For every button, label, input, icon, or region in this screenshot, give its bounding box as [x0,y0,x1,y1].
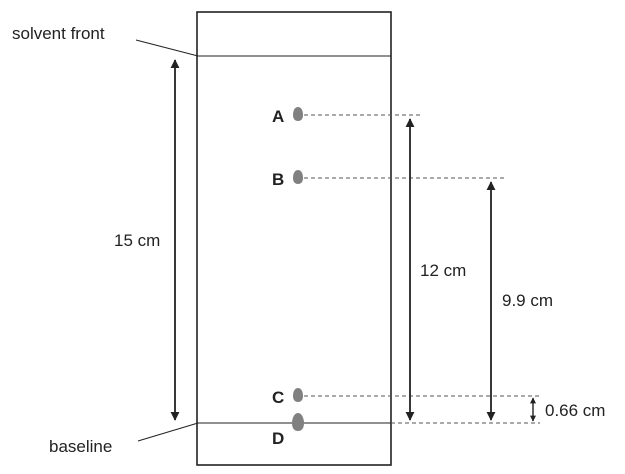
spot-a-mark [293,107,303,121]
spot-b-distance-label: 9.9 cm [502,291,553,310]
spot-c-label: C [272,388,284,407]
spot-d-mark [292,413,304,431]
spot-c-mark [293,388,303,402]
spot-c-distance-label: 0.66 cm [545,401,605,420]
spot-b-label: B [272,170,284,189]
baseline-leader [137,422,199,442]
spot-b-mark [293,170,303,184]
solvent-front-label: solvent front [12,24,105,43]
spot-a-label: A [272,107,284,126]
solvent-distance-label: 15 cm [114,231,160,250]
spot-a-distance-label: 12 cm [420,261,466,280]
solvent-front-leader [135,39,199,57]
spot-d-label: D [272,429,284,448]
paper-strip [196,11,392,466]
baseline-label: baseline [49,437,112,456]
